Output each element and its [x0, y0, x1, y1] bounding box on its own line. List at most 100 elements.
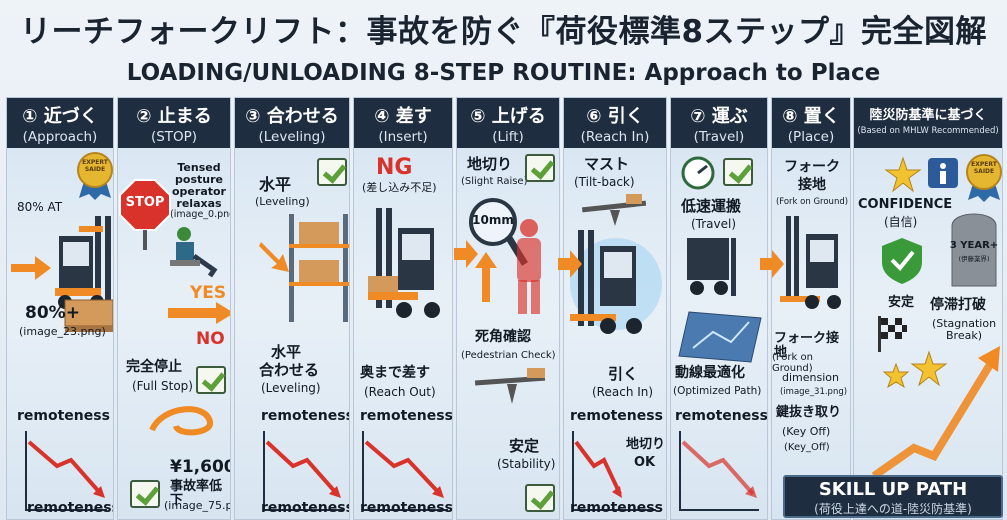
remoteness-label-3a: remoteness: [261, 408, 350, 424]
skill-up-title: SKILL UP PATH: [818, 479, 968, 500]
teisoku-label: 低速運搬: [681, 197, 742, 215]
stop-sign-icon: [119, 179, 171, 250]
step-title-en: (Place): [787, 129, 835, 145]
fork-ground2-en: (Fork on Ground): [772, 352, 813, 374]
tombstone-icon: [951, 213, 997, 287]
check-icon: [130, 480, 160, 508]
check-icon: [525, 154, 555, 182]
step-title-ja: ① 近づく: [22, 106, 98, 127]
step-header: ⑦ 運ぶ (Travel): [671, 98, 767, 148]
step-header: ④ 差す(Insert): [354, 98, 452, 148]
remoteness-label-7a: remoteness: [675, 408, 768, 424]
decline-arrow-icon: [265, 440, 341, 498]
leveling-label: (Leveling): [255, 195, 310, 208]
dousen-label: 動線最適化: [675, 365, 745, 381]
step-column-leveling: ③ 合わせる(Leveling) 水平 (Leveling) 水平 合わせる (…: [234, 97, 350, 520]
remoteness-label-1b: remoteness: [27, 500, 114, 516]
step-title-ja: ⑥ 引く: [586, 106, 644, 127]
stability-label: (Stability): [497, 457, 556, 471]
step-header: ② 止まる(STOP): [118, 98, 230, 148]
suihei-awaseru-1: 水平: [271, 343, 302, 361]
ng-sub-label: (差し込み不足): [362, 181, 437, 194]
year3-label: 3 YEAR+: [949, 240, 999, 251]
star-icon: [882, 362, 910, 389]
decline-arrow-icon: [364, 440, 444, 498]
step-title-ja: ⑤ 上げる: [470, 106, 546, 127]
kaginuki-label: 鍵抜き取り: [776, 405, 842, 420]
image0-label: (image_0.png): [170, 209, 230, 220]
travel-label: (Travel): [691, 217, 737, 231]
connector-arrow-icon: [760, 250, 784, 278]
growth-arrow-icon: [871, 346, 1000, 480]
teitai-label: 停滞打破: [930, 297, 986, 313]
expert-medal-icon: [77, 152, 113, 200]
level-arrow-icon: [259, 242, 289, 272]
star-icon: [910, 350, 948, 387]
step-header: ③ 合わせる(Leveling): [235, 98, 349, 148]
skill-up-subtitle: (荷役上達への道-陸災防基準): [814, 502, 972, 516]
remoteness-label-6a: remoteness: [570, 408, 663, 424]
operator-icon: [170, 227, 218, 278]
suihei-label: 水平: [259, 175, 292, 194]
okumade-label: 奥まで差す: [360, 365, 430, 381]
speedometer-icon: [681, 156, 715, 190]
checkered-flag-icon: [878, 316, 907, 352]
fork-ground-b: 接地: [798, 177, 826, 193]
forklift-icon: [780, 216, 841, 309]
connector-arrow-icon: [558, 250, 582, 278]
ped-check-label: (Pedestrian Check): [461, 350, 556, 361]
antei2-label: 安定: [888, 295, 915, 310]
shield-check-icon: [882, 238, 922, 284]
trend-chart-1: [25, 431, 107, 511]
step-column-approach: ① 近づく(Approach) EXPERT SAIDE 80% AT 80%+…: [6, 97, 114, 520]
ng-label: NG: [376, 155, 413, 180]
tensed-posture-text: Tensed posture operator relaxas: [172, 161, 226, 211]
remoteness-label-4a: remoteness: [360, 408, 453, 424]
at80-label: 80% AT: [17, 200, 63, 214]
image31-label: (image_31.png): [780, 387, 848, 397]
check-icon: [196, 366, 226, 394]
image75-label: (image_75.png): [164, 499, 230, 512]
shikaku-label: 死角確認: [475, 329, 531, 345]
full-stop-ja: 完全停止: [126, 359, 182, 375]
step-title-en: (Travel): [693, 129, 745, 145]
antei-label: 安定: [509, 437, 540, 455]
step-column-stop: ② 止まる(STOP) STOP Tensed posture operator…: [117, 97, 231, 520]
no-label: NO: [196, 329, 225, 349]
check-icon: [317, 158, 347, 186]
remoteness-label-6b: remoteness: [570, 500, 663, 516]
trend-chart-7: [679, 431, 759, 511]
decline-arrow-icon: [681, 440, 757, 498]
step-title-en: (Approach): [22, 129, 98, 145]
page-title-ja: リーチフォークリフト：事故を防ぐ『荷役標準8ステップ』完全図解: [19, 14, 988, 50]
stagnation-label: (Stagnation Break): [931, 317, 997, 343]
rack-icon: [289, 214, 349, 322]
route-map-icon: [678, 311, 762, 363]
step-title-ja: ⑧ 置く: [782, 106, 840, 127]
image23-label: (image_23.png): [19, 325, 106, 338]
step-title-ja: ⑦ 運ぶ: [690, 106, 748, 127]
step-column-place: ⑧ 置く(Place) フォーク 接地 (Fork on Ground) フォー…: [771, 97, 851, 520]
fork-ground2-label: フォーク接地: [774, 331, 840, 361]
fork-ground-en: (Fork on Ground): [775, 197, 849, 207]
jikiri-ok-2: OK: [634, 455, 656, 470]
swirl-arrow-icon: [149, 406, 213, 436]
step-column-reach-in: ⑥ 引く(Reach In) マスト (Tilt-back) 引く (Reach…: [563, 97, 667, 520]
decline-arrow-icon: [27, 440, 105, 498]
expert-label-2: EXPERT SAIDE: [971, 161, 997, 175]
forklift-icon: [368, 208, 440, 318]
remoteness-label-3b: remoteness: [261, 500, 350, 516]
jishin-label: (自信): [884, 215, 918, 229]
expert-label: EXPERT SAIDE: [82, 159, 108, 173]
key-off2-label: (Key_Off): [784, 442, 830, 453]
trend-chart-3: [263, 431, 343, 511]
step-column-lift: ⑤ 上げる(Lift) 地切り (Slight Raise) 10mm 死角確認…: [456, 97, 560, 520]
balance-icon: [474, 368, 546, 404]
slight-raise-label: (Slight Raise): [461, 176, 528, 187]
trend-chart-6: [572, 431, 656, 511]
step-header: 陸災防基準に基づく(Based on MHLW Recommended): [854, 98, 1002, 148]
yes-no-arrow-icon: [168, 302, 230, 324]
opt-path-label: (Optimized Path): [673, 385, 762, 397]
step-title-en: (Insert): [378, 129, 428, 145]
page-title-en: LOADING/UNLOADING 8-STEP ROUTINE: Approa…: [126, 60, 881, 86]
